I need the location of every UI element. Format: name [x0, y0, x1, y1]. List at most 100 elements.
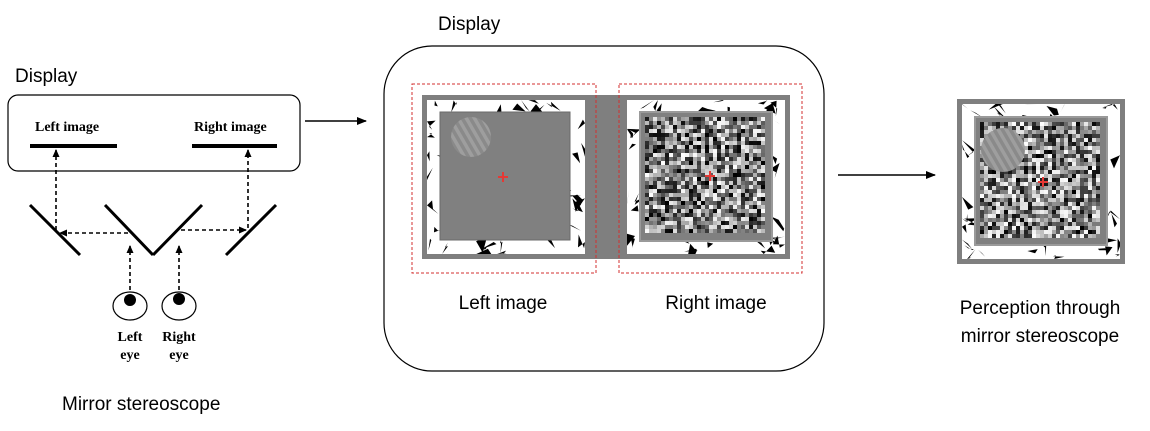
shard-texture	[427, 151, 430, 162]
shard-texture	[964, 218, 980, 226]
shard-texture	[962, 213, 968, 222]
fixation-cross-icon	[498, 172, 508, 182]
shard-texture	[656, 103, 662, 112]
shard-texture	[756, 241, 766, 249]
fixation-cross-icon	[705, 171, 715, 181]
shard-texture	[572, 152, 581, 164]
shard-texture	[962, 140, 976, 157]
left-eye-label-2: eye	[120, 348, 139, 363]
shard-texture	[528, 100, 539, 104]
shard-texture	[993, 106, 1006, 119]
shard-texture	[428, 238, 432, 251]
shard-texture	[442, 242, 448, 254]
mirror-icon	[224, 203, 278, 257]
fixation-cross-icon	[1038, 177, 1048, 187]
left-image-highlight	[411, 83, 597, 274]
noise-texture	[645, 117, 765, 233]
shard-texture	[482, 242, 497, 249]
display-frame	[383, 45, 825, 372]
shard-texture	[773, 236, 785, 240]
mirror-icon	[28, 203, 82, 257]
shard-texture	[630, 129, 632, 139]
shard-texture	[962, 224, 967, 233]
left-eye-label-1: Left	[118, 330, 143, 345]
shard-texture	[772, 235, 785, 248]
display-label: Display	[438, 14, 501, 35]
shard-texture	[427, 120, 436, 130]
display-box	[7, 94, 301, 172]
shard-texture	[627, 128, 641, 138]
shard-texture	[627, 189, 630, 204]
shard-texture	[962, 196, 974, 210]
perception-caption-1: Perception through	[960, 298, 1121, 319]
shard-texture	[476, 248, 492, 254]
grating-patch-icon	[451, 117, 491, 157]
shard-texture	[962, 104, 968, 109]
right-image-caption: Right image	[665, 293, 766, 314]
mirror-icon	[103, 203, 155, 257]
shard-texture	[770, 100, 778, 117]
perception-panel: Perception through mirror stereoscope	[957, 99, 1125, 347]
left-image-label: Left image	[35, 120, 99, 135]
shard-texture	[760, 245, 776, 254]
shard-texture	[572, 194, 583, 206]
shard-texture	[1027, 249, 1038, 254]
shard-texture	[962, 239, 972, 249]
shard-texture	[627, 233, 635, 246]
shard-texture	[567, 224, 581, 231]
shard-texture	[688, 243, 697, 254]
shard-texture	[1105, 246, 1113, 256]
shard-texture	[480, 246, 488, 251]
stereoscope-panel: Display Left image Right image Left eye …	[7, 66, 301, 415]
shard-texture	[434, 226, 443, 233]
shard-texture	[427, 200, 439, 214]
shard-texture	[581, 142, 585, 157]
shard-texture	[497, 250, 507, 254]
shard-texture	[1102, 104, 1118, 110]
shard-texture	[427, 133, 435, 138]
right-image-highlight	[618, 83, 803, 274]
shard-texture	[434, 100, 438, 107]
shard-texture	[1111, 213, 1117, 228]
shard-texture	[769, 163, 780, 179]
display-label: Display	[15, 66, 78, 87]
shard-texture	[572, 203, 583, 213]
shard-texture	[1110, 155, 1120, 169]
shard-texture	[653, 100, 658, 111]
shard-texture	[771, 155, 778, 165]
shard-texture	[476, 236, 488, 253]
shard-texture	[512, 103, 526, 112]
left-image-caption: Left image	[459, 293, 548, 314]
shard-texture	[774, 120, 780, 125]
shard-texture	[1117, 238, 1120, 253]
shard-texture	[1105, 210, 1120, 222]
eye-icon	[161, 291, 197, 321]
shard-texture	[451, 100, 457, 113]
eye-icon	[112, 291, 148, 321]
shard-texture	[578, 234, 585, 249]
shard-texture	[521, 100, 530, 112]
shard-texture	[964, 245, 974, 250]
noise-texture	[980, 122, 1100, 238]
shard-texture	[499, 239, 503, 254]
shard-texture	[1046, 106, 1059, 116]
shard-texture	[1060, 104, 1065, 112]
stereoscope-caption: Mirror stereoscope	[62, 394, 220, 415]
mirror-icon	[151, 203, 204, 257]
right-eye-label-2: eye	[169, 348, 188, 363]
shard-texture	[630, 205, 639, 212]
shard-texture	[577, 119, 585, 130]
right-image-label: Right image	[194, 120, 267, 135]
shard-texture	[997, 104, 1006, 114]
shard-texture	[640, 100, 655, 109]
shard-texture	[1102, 106, 1107, 109]
display-panel: Display Lef	[383, 14, 825, 372]
perception-caption-2: mirror stereoscope	[961, 326, 1119, 347]
shard-texture	[1020, 115, 1029, 119]
shard-texture	[707, 242, 714, 248]
shard-texture	[1114, 254, 1120, 257]
right-stimulus	[627, 100, 785, 254]
shard-texture	[967, 249, 976, 259]
